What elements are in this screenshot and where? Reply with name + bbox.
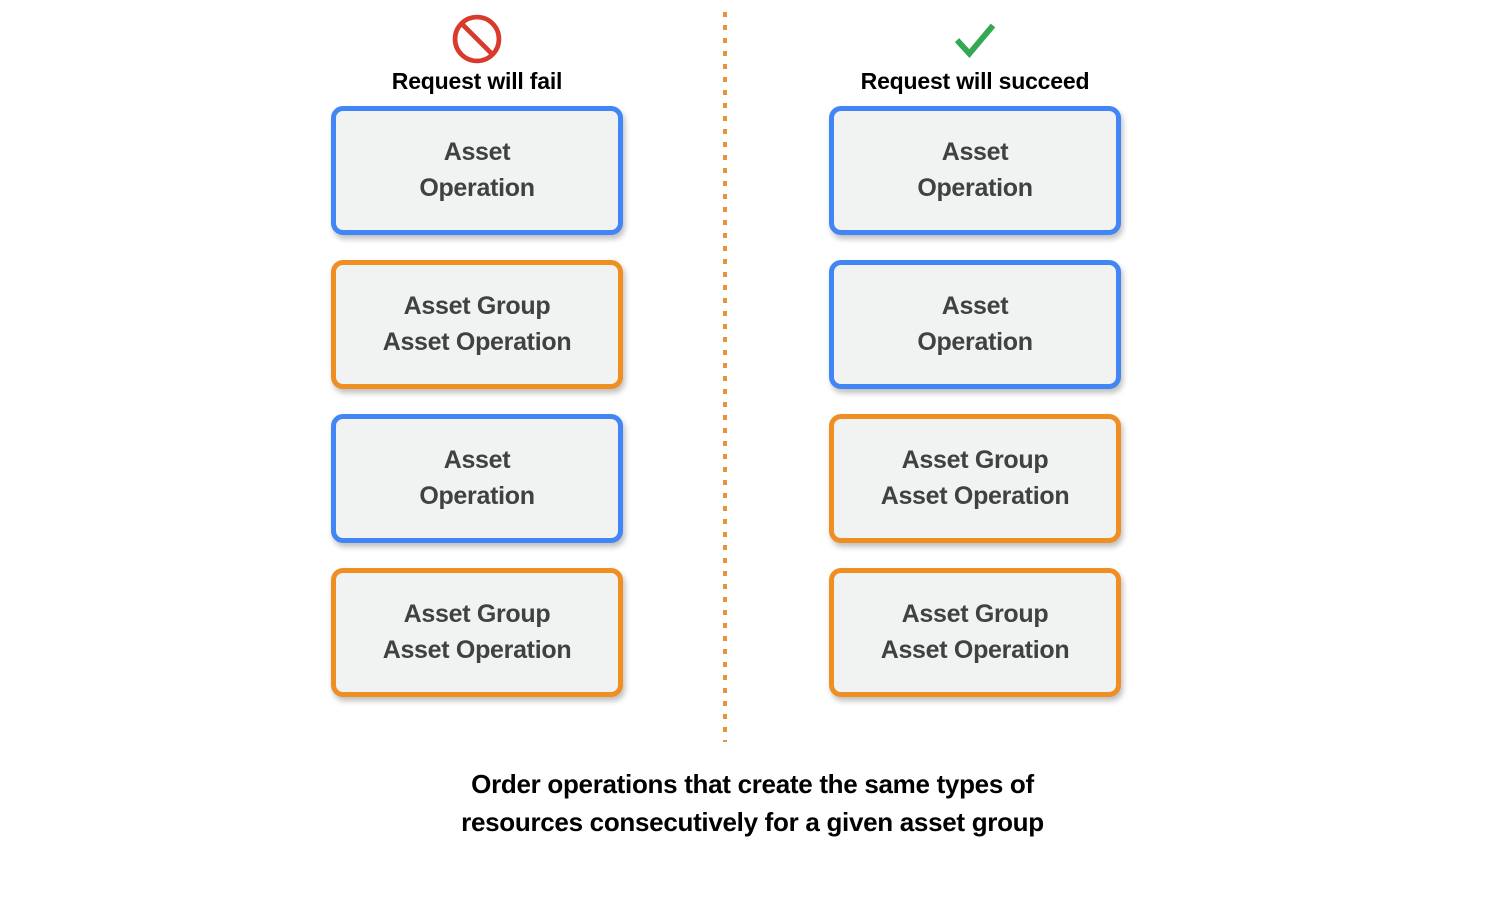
- prohibition-icon: [452, 14, 502, 64]
- card-asset-operation-3[interactable]: Asset Operation: [331, 414, 623, 543]
- column-header-label-succeed: Request will succeed: [860, 68, 1090, 94]
- card-label: Asset Group Asset Operation: [382, 600, 572, 664]
- column-header-succeed: Request will succeed: [829, 12, 1121, 106]
- diagram-caption: Order operations that create the same ty…: [461, 769, 1044, 838]
- column-request-will-succeed: Request will succeed Asset Operation Ass…: [829, 12, 1121, 697]
- card-asset-operation-1[interactable]: Asset Operation: [829, 106, 1121, 235]
- card-asset-group-asset-operation-3[interactable]: Asset Group Asset Operation: [829, 414, 1121, 543]
- card-stack-succeed: Asset Operation Asset Operation Asset Gr…: [829, 106, 1121, 697]
- card-stack-fail: Asset Operation Asset Group Asset Operat…: [331, 106, 623, 697]
- checkmark-icon: [954, 23, 996, 59]
- card-asset-group-asset-operation-4[interactable]: Asset Group Asset Operation: [331, 568, 623, 697]
- card-label: Asset Operation: [917, 138, 1033, 202]
- card-label: Asset Group Asset Operation: [382, 292, 572, 356]
- card-asset-group-asset-operation-2[interactable]: Asset Group Asset Operation: [331, 260, 623, 389]
- card-label: Asset Group Asset Operation: [880, 600, 1070, 664]
- column-divider: [723, 12, 727, 742]
- card-label: Asset Operation: [419, 446, 535, 510]
- card-label: Asset Group Asset Operation: [880, 446, 1070, 510]
- card-asset-operation-1[interactable]: Asset Operation: [331, 106, 623, 235]
- card-label: Asset Operation: [917, 292, 1033, 356]
- card-label: Asset Operation: [419, 138, 535, 202]
- column-header-label-fail: Request will fail: [391, 68, 563, 94]
- column-header-fail: Request will fail: [331, 12, 623, 106]
- column-request-will-fail: Request will fail Asset Operation Asset …: [331, 12, 623, 697]
- card-asset-group-asset-operation-4[interactable]: Asset Group Asset Operation: [829, 568, 1121, 697]
- card-asset-operation-2[interactable]: Asset Operation: [829, 260, 1121, 389]
